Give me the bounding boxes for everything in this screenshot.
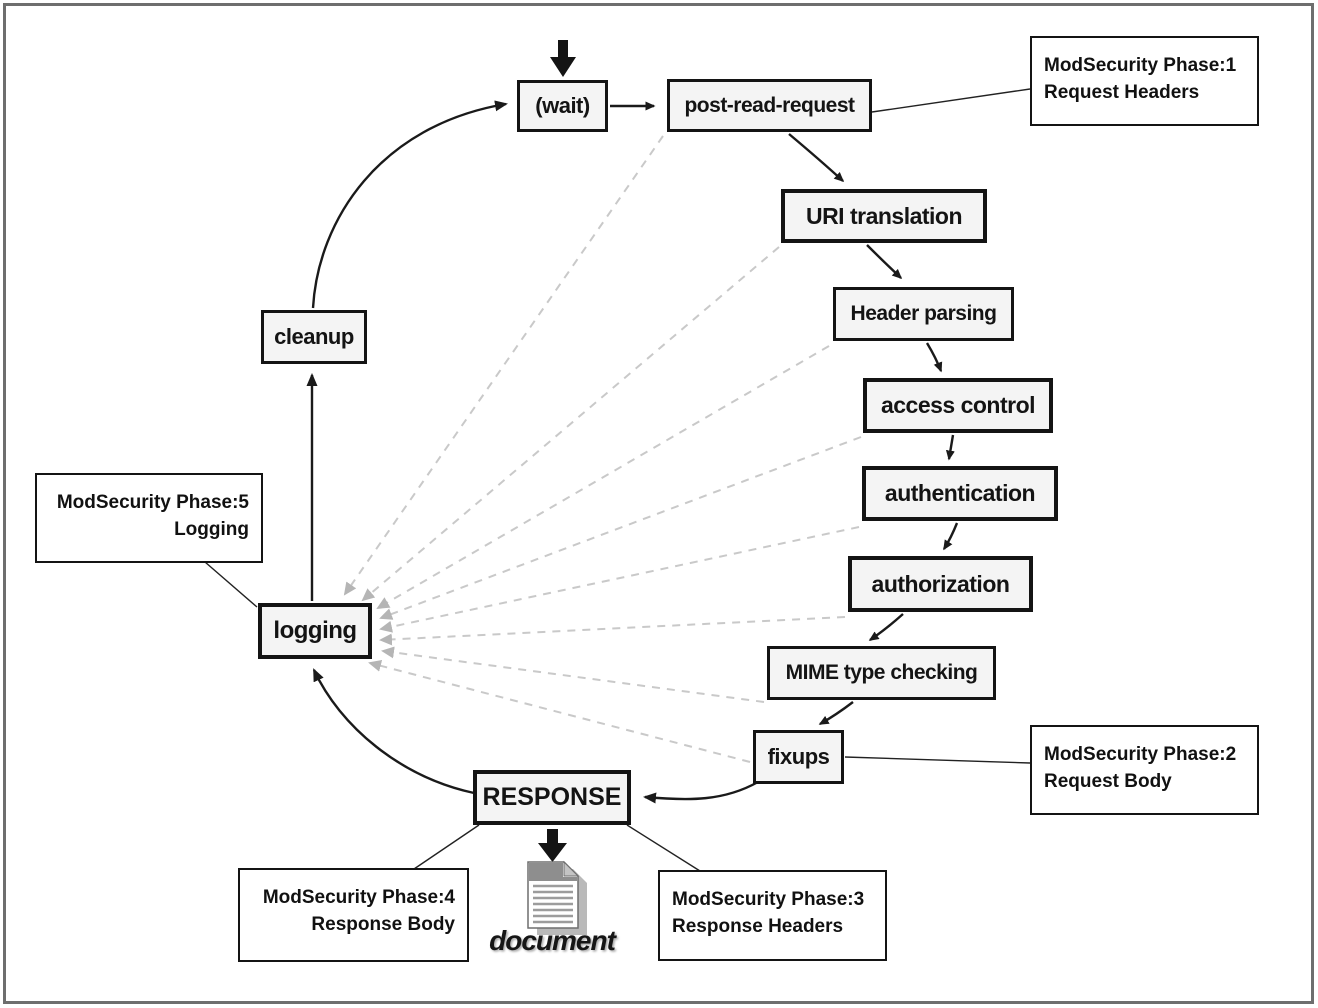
node-header-parsing: Header parsing xyxy=(833,287,1014,341)
node-logging-label: logging xyxy=(273,617,357,644)
annotation-modsecurity-phase2: ModSecurity Phase:2 Request Body xyxy=(1030,725,1259,815)
annotation-phase1-line2: Request Headers xyxy=(1044,82,1200,103)
document-label: document xyxy=(489,925,616,956)
node-logging: logging xyxy=(258,603,372,659)
node-post-read-request: post-read-request xyxy=(667,79,872,132)
annotation-modsecurity-phase5: ModSecurity Phase:5 Logging xyxy=(35,473,263,563)
node-fixups-label: fixups xyxy=(767,744,830,769)
node-uri-translation: URI translation xyxy=(781,189,987,243)
annotation-phase1-line1: ModSecurity Phase:1 xyxy=(1044,55,1237,76)
annotation-phase2-line2: Request Body xyxy=(1044,771,1172,792)
node-mime-type-checking: MIME type checking xyxy=(767,646,996,700)
annotation-phase3-line2: Response Headers xyxy=(672,916,844,937)
node-uri-translation-label: URI translation xyxy=(805,202,963,229)
annotation-phase5-line1: ModSecurity Phase:5 xyxy=(56,492,249,513)
node-header-parsing-label: Header parsing xyxy=(850,302,997,325)
node-response: RESPONSE xyxy=(473,770,631,825)
node-authorization: authorization xyxy=(848,556,1033,612)
node-fixups: fixups xyxy=(753,730,844,784)
annotation-phase3-line1: ModSecurity Phase:3 xyxy=(672,889,865,910)
annotation-modsecurity-phase1: ModSecurity Phase:1 Request Headers xyxy=(1030,36,1259,126)
node-cleanup: cleanup xyxy=(261,310,367,364)
annotation-phase2-line1: ModSecurity Phase:2 xyxy=(1044,744,1237,765)
node-wait-label: (wait) xyxy=(535,93,590,118)
annotation-phase4-line1: ModSecurity Phase:4 xyxy=(262,887,455,908)
node-authorization-label: authorization xyxy=(871,570,1010,597)
node-authentication-label: authentication xyxy=(884,480,1036,506)
node-mime-type-checking-label: MIME type checking xyxy=(785,661,978,684)
node-access-control-label: access control xyxy=(880,392,1036,418)
annotation-phase4-line2: Response Body xyxy=(311,914,455,935)
annotation-modsecurity-phase3: ModSecurity Phase:3 Response Headers xyxy=(658,870,887,961)
annotation-modsecurity-phase4: ModSecurity Phase:4 Response Body xyxy=(238,868,469,962)
node-authentication: authentication xyxy=(862,466,1058,521)
node-response-label: RESPONSE xyxy=(482,783,622,811)
node-cleanup-label: cleanup xyxy=(274,324,354,349)
node-post-read-request-label: post-read-request xyxy=(684,93,855,117)
node-access-control: access control xyxy=(863,378,1053,433)
diagram-frame xyxy=(3,3,1314,1004)
node-wait: (wait) xyxy=(517,80,608,132)
annotation-phase5-line2: Logging xyxy=(174,519,249,540)
